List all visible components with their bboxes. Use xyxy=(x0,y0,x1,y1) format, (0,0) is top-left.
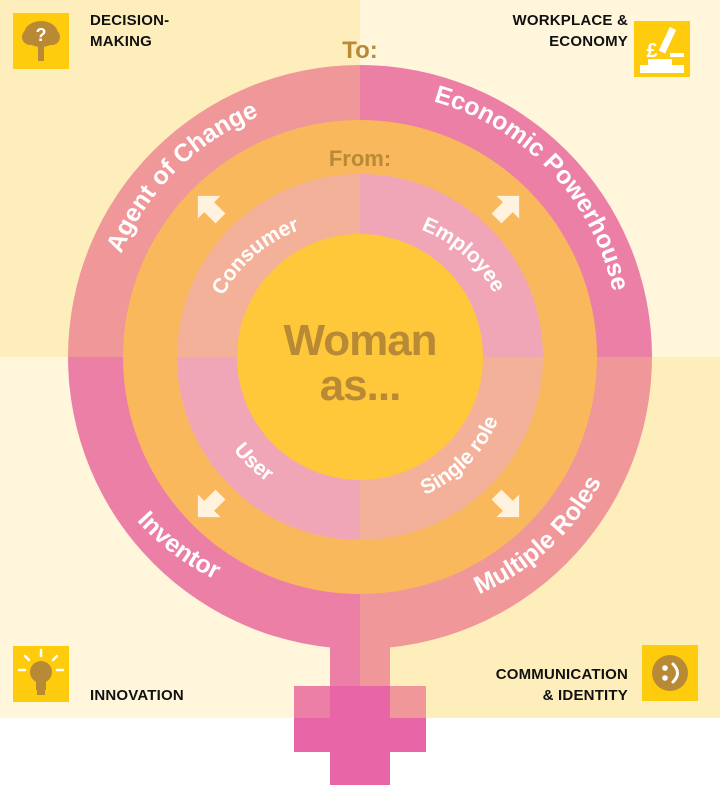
workplace-line1: WORKPLACE & xyxy=(512,12,628,29)
communication-line1: COMMUNICATION xyxy=(495,666,628,683)
innovation-line1: INNOVATION xyxy=(90,687,184,704)
arrow-bottom-left xyxy=(197,489,226,518)
corner-label-communication-identity: COMMUNICATION & IDENTITY xyxy=(496,664,628,706)
decision-making-line2: MAKING xyxy=(90,33,153,50)
svg-text:£: £ xyxy=(646,40,657,62)
decision-making-line1: DECISION- xyxy=(90,12,170,29)
center-title-line2: as... xyxy=(320,361,401,410)
arrow-top-left xyxy=(197,195,226,224)
corner-label-decision-making: DECISION- MAKING xyxy=(90,10,169,52)
arrow-bottom-right xyxy=(491,489,520,518)
center-title-line1: Woman xyxy=(283,316,436,365)
communication-line2: & IDENTITY xyxy=(542,687,628,704)
corner-label-workplace-economy: WORKPLACE & ECONOMY xyxy=(512,10,628,52)
svg-text:?: ? xyxy=(36,25,47,45)
lightbulb-icon xyxy=(13,646,69,702)
corner-label-innovation: INNOVATION xyxy=(90,685,184,706)
workplace-line2: ECONOMY xyxy=(549,33,628,50)
center-circle xyxy=(237,234,483,480)
arrow-top-right xyxy=(491,195,520,224)
smiley-face-icon xyxy=(642,645,698,701)
microscope-pound-icon: £ xyxy=(634,21,690,77)
symbol-cross-bar xyxy=(294,718,426,752)
to-label: To: xyxy=(342,37,378,64)
from-label: From: xyxy=(329,146,391,171)
question-tree-icon: ? xyxy=(13,13,69,69)
